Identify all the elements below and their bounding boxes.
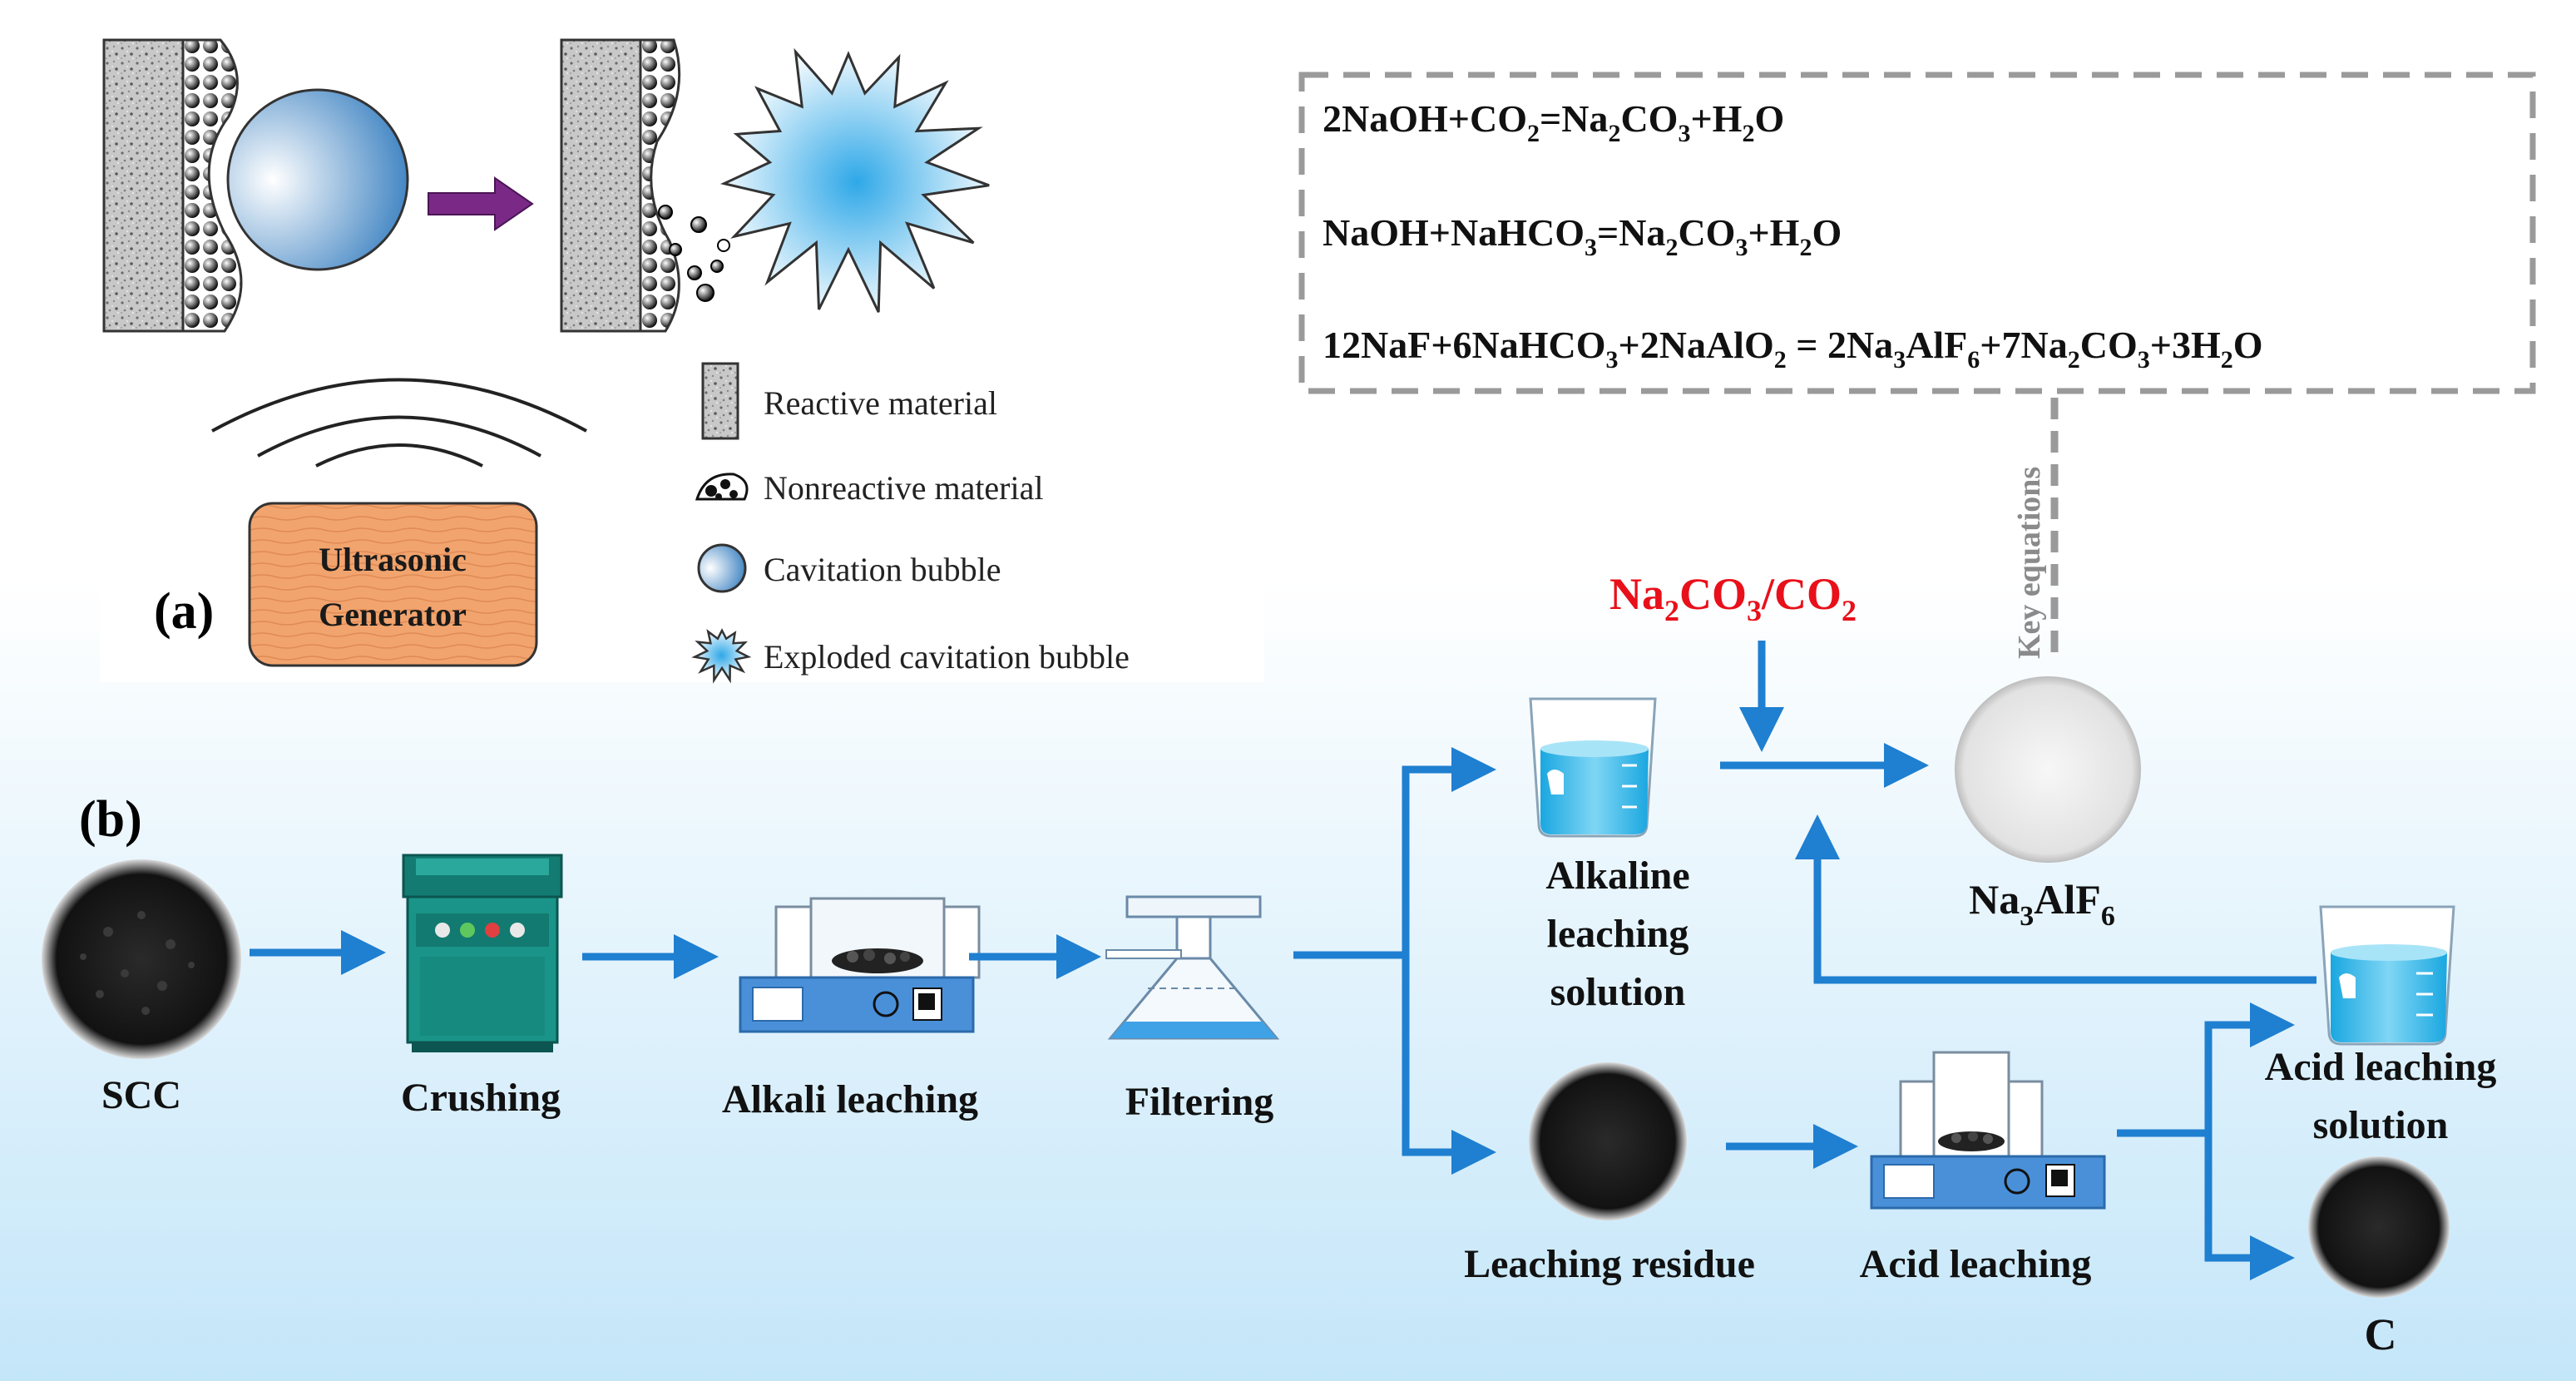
arrow-to-residue xyxy=(1402,955,1496,1175)
equation-3: 12NaF+6NaHCO3+2NaAlO2 = 2Na3AlF6+7Na2CO3… xyxy=(1323,324,2263,374)
equation-1: 2NaOH+CO2=Na2CO3+H2O xyxy=(1323,97,1784,147)
arrow-to-carbon xyxy=(2204,1133,2295,1280)
carbon-label: C xyxy=(2365,1309,2397,1359)
legend-nonreactive-material: Nonreactive material xyxy=(764,469,1043,507)
acid-solution-label-1: Acid leaching xyxy=(2265,1045,2497,1089)
nonreactive-layer-1 xyxy=(181,38,243,333)
alkaline-solution-label-1: Alkaline xyxy=(1545,854,1689,898)
reactive-material-icon xyxy=(701,362,739,440)
alkaline-solution-beaker-image xyxy=(1529,697,1657,838)
na3alf6-product-image xyxy=(1955,676,2141,863)
legend-reactive-material: Reactive material xyxy=(764,384,997,422)
acid-leaching-label: Acid leaching xyxy=(1860,1242,2092,1286)
flow-arrows xyxy=(250,641,2316,1280)
scc-granules xyxy=(80,911,195,1015)
ultrasonic-generator xyxy=(248,502,538,667)
acid-leaching-apparatus-image xyxy=(1870,1051,2106,1210)
acid-solution-beaker-image xyxy=(2319,905,2455,1046)
legend-exploded-bubble: Exploded cavitation bubble xyxy=(764,638,1130,676)
leaching-residue-label: Leaching residue xyxy=(1464,1242,1755,1286)
alkali-leaching-label: Alkali leaching xyxy=(722,1077,978,1121)
key-equations-label: Key equations xyxy=(2012,467,2047,659)
panel-a: Ultrasonic Generator (a) Reactive materi… xyxy=(102,38,1130,684)
sound-waves xyxy=(211,378,587,468)
alkaline-solution-label-3: solution xyxy=(1550,970,1686,1014)
generator-label-line1: Ultrasonic xyxy=(319,541,467,578)
nonreactive-layer-2 xyxy=(639,38,681,333)
alkaline-solution-label-2: leaching xyxy=(1547,912,1689,956)
crushing-label: Crushing xyxy=(401,1076,561,1120)
scc-sample-image xyxy=(42,859,241,1059)
generator-label-line2: Generator xyxy=(319,596,467,633)
reactive-wall-1 xyxy=(102,38,185,333)
equation-2: NaOH+NaHCO3=Na2CO3+H2O xyxy=(1323,211,1842,261)
arrow-to-alkaline-solution xyxy=(1402,747,1496,955)
equations-border xyxy=(1298,72,2536,394)
arrow-to-acid-solution xyxy=(2204,1002,2295,1133)
na3alf6-label: Na3AlF6 xyxy=(1969,876,2115,932)
transition-arrow xyxy=(428,176,534,231)
leaching-residue-image xyxy=(1529,1062,1687,1220)
crusher-image xyxy=(402,854,563,1052)
cavitation-bubble-icon xyxy=(697,543,747,593)
legend-cavitation-bubble: Cavitation bubble xyxy=(764,551,1001,588)
key-equations-box: 2NaOH+CO2=Na2CO3+H2O NaOH+NaHCO3=Na2CO3+… xyxy=(1298,72,2536,394)
ejected-particles xyxy=(658,205,730,302)
acid-solution-label-2: solution xyxy=(2313,1103,2449,1147)
filtering-label: Filtering xyxy=(1125,1080,1274,1124)
scc-label: SCC xyxy=(101,1073,181,1117)
alkali-leaching-apparatus-image xyxy=(739,897,981,1033)
nonreactive-material-icon xyxy=(695,473,749,501)
filter-flask-image xyxy=(1105,895,1280,1040)
arrow-acid-recycle xyxy=(1795,814,2316,984)
cavitation-bubble xyxy=(226,88,409,271)
exploded-bubble-icon xyxy=(691,628,752,684)
reactive-wall-2 xyxy=(560,38,642,333)
exploded-cavitation-bubble xyxy=(719,47,990,313)
panel-a-label: (a) xyxy=(154,583,214,640)
carbon-product-image xyxy=(2308,1156,2450,1298)
legend: Reactive material Nonreactive material C… xyxy=(691,362,1130,684)
reagent-label: Na2CO3/CO2 xyxy=(1609,569,1857,627)
panel-b-label: (b) xyxy=(79,791,142,848)
